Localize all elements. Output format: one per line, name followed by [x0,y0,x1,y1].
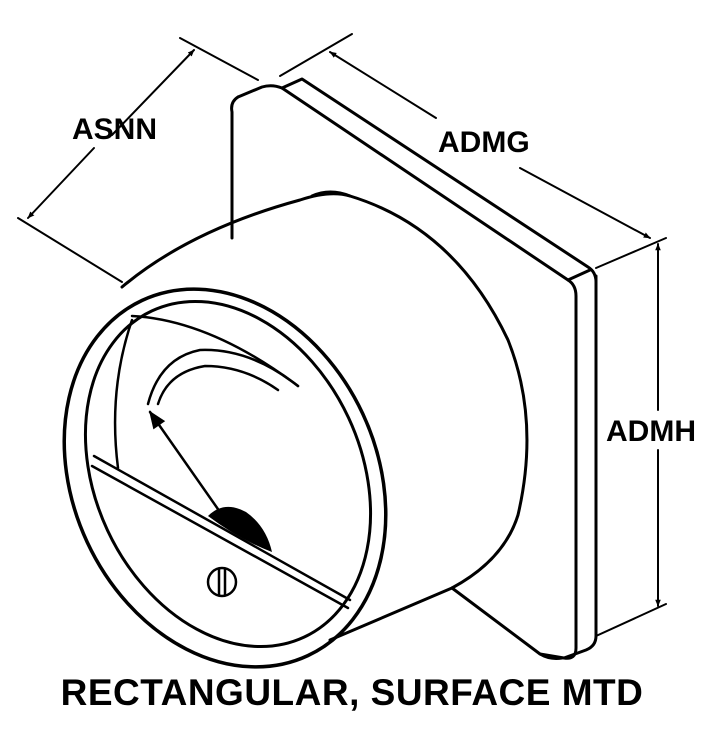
dial-divider-lower [90,464,350,610]
admh-extension-bottom [595,603,667,637]
admh-label: ADMH [606,415,696,448]
plate-top-back-edge [566,268,592,282]
plate-left-edge [230,95,240,240]
plate-right-side [562,274,598,660]
admg-label: ADMG [438,126,530,159]
needle [148,410,222,514]
bezel-outer [62,287,388,669]
cylinder-top-outline [120,192,352,289]
bezel-inner [83,299,373,649]
admg-extension-right [595,237,667,269]
dial-inner-left [113,318,134,470]
asnn-dimension-line [111,49,195,136]
dimension-admg: ADMG [279,33,667,269]
asnn-extension-bottom [17,217,123,283]
plate-bottom-edge [450,586,564,660]
admg-dimension-line [329,51,437,119]
meter-cylinder [120,190,529,642]
dimension-asnn: ASNN [17,37,259,283]
dial-divider-upper [92,454,352,602]
scale-arc-outer [146,348,300,406]
scale-arc-inner [156,364,280,406]
asnn-extension-top [179,37,259,81]
admg-dimension-line-lower [519,167,651,239]
cylinder-back-rim [310,190,529,642]
plate-front-face [236,84,578,660]
mounting-plate [230,77,598,660]
needle-pivot [208,506,272,552]
asnn-dimension-line-lower [27,147,95,219]
dimension-admh: ADMH [595,243,696,637]
zero-adjust-screw-icon [206,566,238,598]
diagram-caption: RECTANGULAR, SURFACE MTD [60,672,644,713]
plate-top-edge [280,77,598,284]
meter-face [62,287,388,669]
asnn-label: ASNN [72,113,157,146]
admg-extension-top [279,33,353,77]
